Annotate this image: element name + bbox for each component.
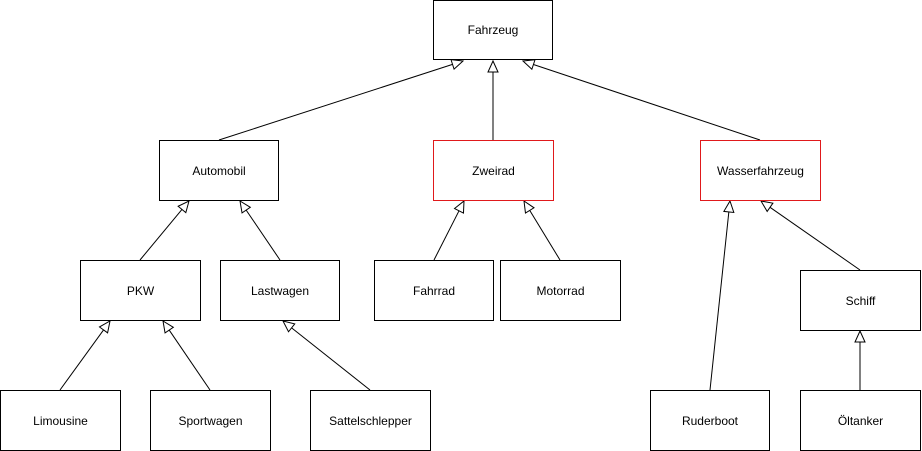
edge-sportwagen-pkw	[168, 329, 211, 391]
class-zweirad[interactable]: Zweirad	[433, 140, 554, 201]
class-automobil[interactable]: Automobil	[159, 140, 279, 201]
inheritance-arrowhead	[521, 59, 536, 71]
class-fahrrad[interactable]: Fahrrad	[374, 260, 494, 321]
inheritance-arrowhead	[523, 199, 535, 214]
class-sattelschlepper[interactable]: Sattelschlepper	[310, 390, 431, 451]
edge-automobil-fahrzeug	[218, 63, 453, 141]
class-sportwagen[interactable]: Sportwagen	[150, 390, 271, 451]
class-fahrzeug[interactable]: Fahrzeug	[433, 0, 553, 60]
inheritance-arrowhead	[453, 199, 465, 214]
class-pkw[interactable]: PKW	[80, 260, 201, 321]
edge-motorrad-zweirad	[529, 210, 561, 261]
inheritance-arrowhead	[98, 320, 111, 334]
class-lastwagen[interactable]: Lastwagen	[220, 260, 340, 321]
inheritance-arrowhead	[760, 200, 774, 213]
class-wasserfahrzeug[interactable]: Wasserfahrzeug	[700, 140, 821, 201]
edge-schiff-wasserfahrzeug	[769, 206, 861, 271]
inheritance-arrowhead	[282, 320, 296, 333]
class-ruderboot[interactable]: Ruderboot	[650, 390, 770, 451]
edge-ruderboot-wasserfahrzeug	[709, 211, 730, 391]
edge-fahrrad-zweirad	[433, 210, 460, 261]
inheritance-arrowhead	[854, 329, 866, 343]
inheritance-arrowhead	[239, 199, 252, 214]
class-limousine[interactable]: Limousine	[0, 390, 121, 451]
inheritance-arrowhead	[487, 59, 499, 73]
class-motorrad[interactable]: Motorrad	[500, 260, 621, 321]
inheritance-arrowhead	[177, 200, 190, 214]
edge-lastwagen-automobil	[245, 209, 281, 261]
inheritance-arrowhead	[162, 320, 175, 334]
edge-sattelschlepper-lastwagen	[291, 327, 371, 391]
class-schiff[interactable]: Schiff	[800, 270, 921, 331]
edge-limousine-pkw	[59, 329, 104, 391]
edge-pkw-automobil	[139, 209, 183, 261]
inheritance-arrowhead	[723, 199, 735, 214]
class-oeltanker[interactable]: Öltanker	[800, 390, 921, 451]
edge-wasserfahrzeug-fahrzeug	[533, 64, 761, 141]
inheritance-arrowhead	[450, 59, 465, 71]
